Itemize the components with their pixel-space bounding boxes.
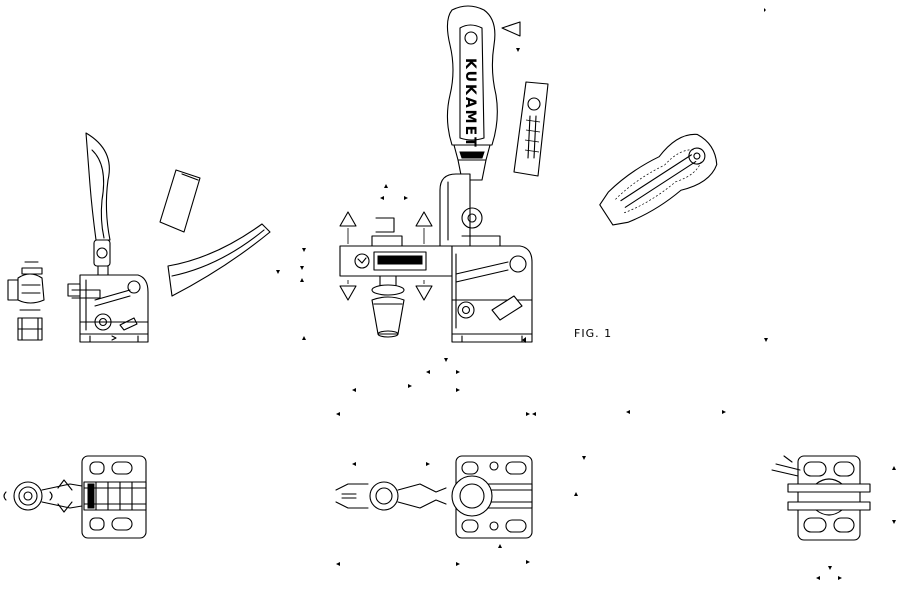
left-clamp-side-view xyxy=(7,132,149,343)
bottom-left-plan-view xyxy=(3,455,147,539)
loose-parts xyxy=(159,169,271,297)
center-clamp-base xyxy=(451,245,533,335)
curved-handle xyxy=(85,132,111,241)
figure-label: FIG. 1 xyxy=(574,327,612,340)
handle-brand-text: KUKAMET xyxy=(462,58,478,149)
right-loose-parts xyxy=(513,81,718,226)
bottom-center-plan-view xyxy=(335,455,533,539)
rotated-grip-handle xyxy=(599,133,718,226)
left-end-view xyxy=(7,261,45,341)
bottom-right-plan-view xyxy=(771,455,871,541)
bottom-right-base-plate xyxy=(797,455,861,541)
dimension-marks xyxy=(276,8,896,580)
center-clamp-front-view: KUKAMET xyxy=(339,5,533,343)
direction-arrow-marker xyxy=(501,21,521,37)
left-clamp-body xyxy=(79,274,149,335)
label-plate xyxy=(513,81,549,177)
pressure-pad xyxy=(371,296,405,335)
loose-tab xyxy=(159,169,201,233)
